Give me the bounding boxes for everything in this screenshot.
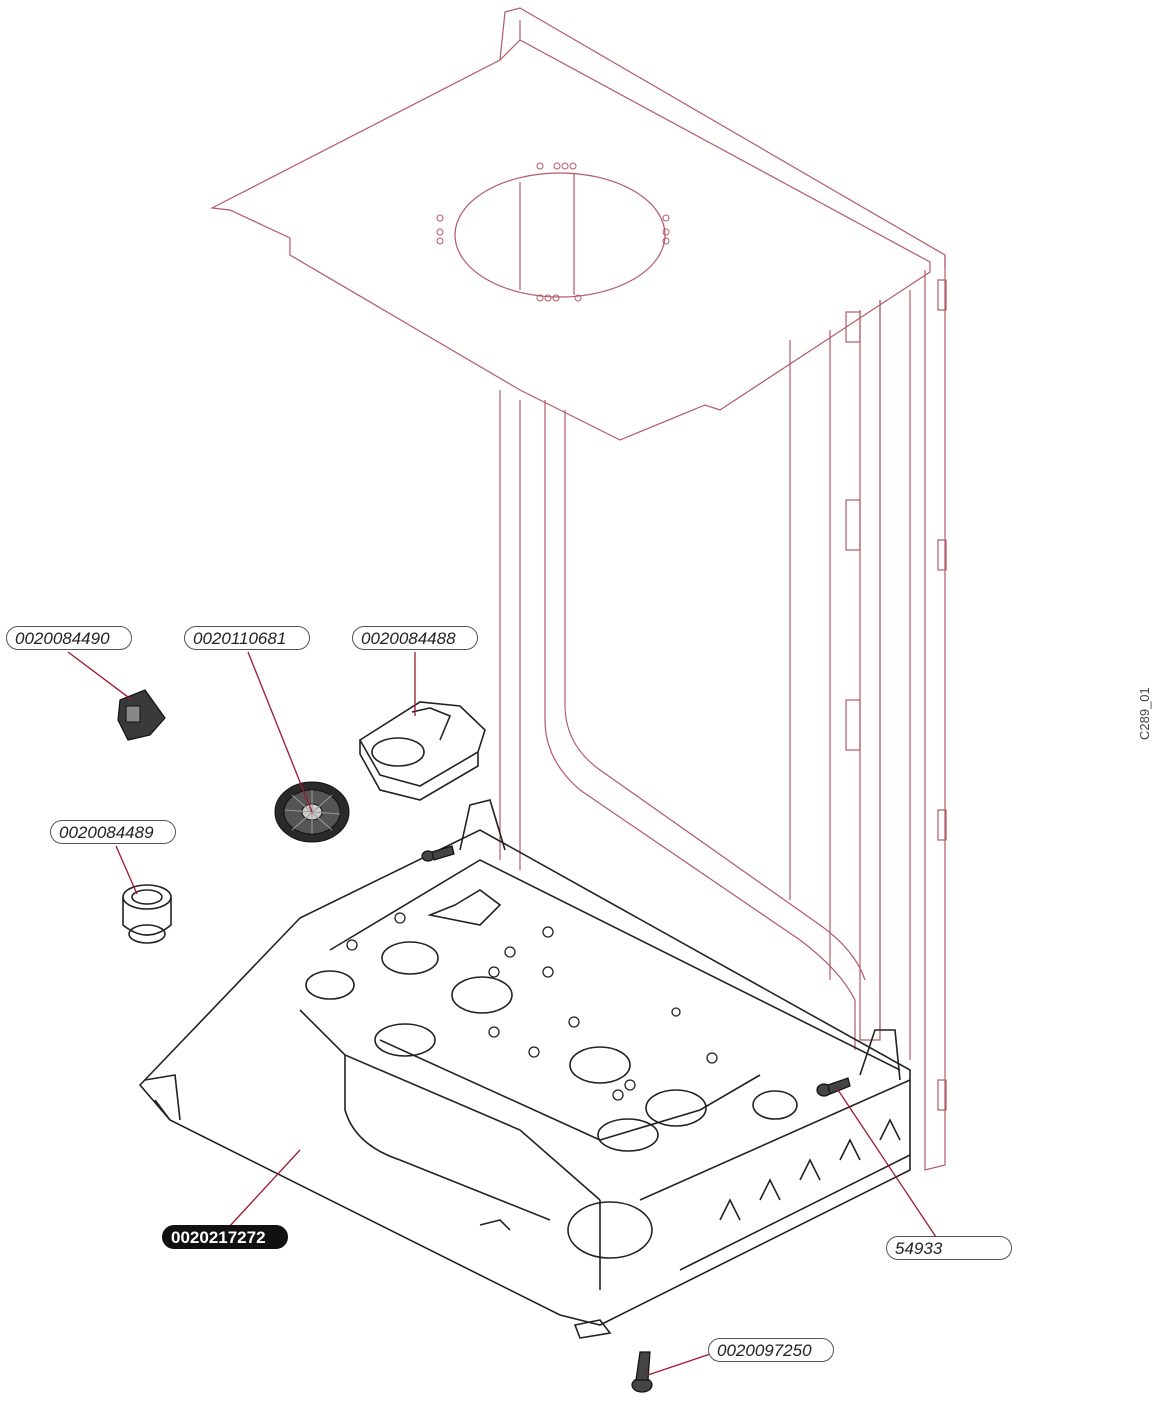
part-callout-0020097250[interactable]: 0020097250 (708, 1338, 834, 1362)
part-callout-0020084488[interactable]: 0020084488 (352, 626, 478, 650)
screw-part-54933 (816, 1077, 851, 1097)
clip-part-0020084490 (117, 689, 166, 741)
bushing-part-0020084489 (122, 884, 172, 944)
boiler-frame-outline (209, 7, 947, 1171)
screw-top-left (421, 845, 455, 862)
base-tray-outline (138, 799, 911, 1339)
sheet-identifier: C289_01 (1137, 687, 1152, 740)
part-callout-0020084490[interactable]: 0020084490 (6, 626, 132, 650)
part-callout-0020110681[interactable]: 0020110681 (184, 626, 310, 650)
screw-part-0020097250 (631, 1351, 653, 1393)
bracket-part-0020084488 (358, 701, 486, 801)
part-callout-54933[interactable]: 54933 (886, 1236, 1012, 1260)
leader-lines (67, 651, 939, 1376)
part-callout-0020217272[interactable]: 0020217272 (162, 1225, 288, 1249)
part-callout-0020084489[interactable]: 0020084489 (50, 820, 176, 844)
